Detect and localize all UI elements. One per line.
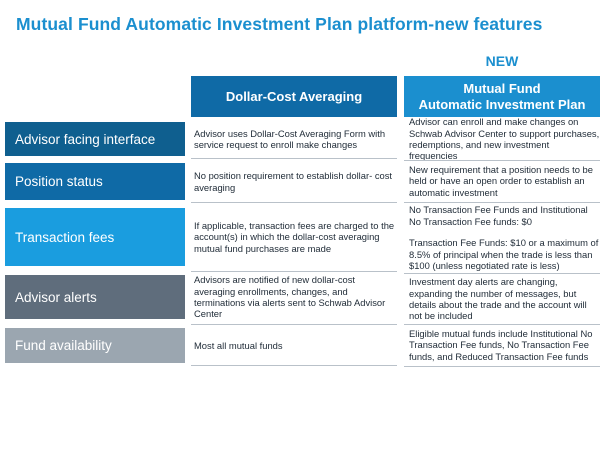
cell-aip-position-status: New requirement that a position needs to… [404, 162, 600, 200]
row-divider [404, 202, 600, 203]
column-header-dollar-cost-averaging: Dollar-Cost Averaging [191, 76, 397, 117]
column-header-aip-line2: Automatic Investment Plan [418, 96, 586, 112]
cell-aip-text: New requirement that a position needs to… [409, 163, 593, 198]
row-label-transaction-fees: Transaction fees [5, 208, 185, 266]
cell-dca-advisor-alerts: Advisors are notified of new dollar-cost… [194, 274, 386, 320]
cell-aip-advisor-facing-interface: Advisor can enroll and make changes on S… [404, 116, 600, 161]
row-divider [191, 324, 397, 325]
cell-aip-text: No Transaction Fee Funds and Institution… [409, 204, 588, 227]
row-divider [191, 271, 397, 272]
cell-aip-advisor-alerts: Investment day alerts are changing, expa… [404, 275, 600, 323]
cell-aip-text: Eligible mutual funds include Institutio… [409, 327, 593, 362]
cell-dca-transaction-fees: If applicable, transaction fees are char… [194, 219, 395, 254]
row-divider [191, 202, 397, 203]
row-divider [404, 324, 600, 325]
cell-aip-text: Transaction Fee Funds: $10 or a maximum … [409, 237, 599, 272]
row-divider [191, 158, 397, 159]
row-label-advisor-facing-interface: Advisor facing interface [5, 122, 185, 156]
column-header-automatic-investment-plan: Mutual Fund Automatic Investment Plan [404, 76, 600, 117]
new-label: NEW [485, 53, 519, 69]
row-label-position-status: Position status [5, 163, 185, 200]
row-label-fund-availability: Fund availability [5, 328, 185, 363]
cell-dca-advisor-facing-interface: Advisor uses Dollar-Cost Averaging Form … [194, 127, 386, 150]
page-title: Mutual Fund Automatic Investment Plan pl… [16, 14, 543, 34]
cell-aip-fund-availability: Eligible mutual funds include Institutio… [404, 326, 600, 364]
row-divider [404, 366, 600, 367]
row-divider [191, 365, 397, 366]
row-label-advisor-alerts: Advisor alerts [5, 275, 185, 319]
cell-dca-position-status: No position requirement to establish dol… [194, 170, 393, 193]
cell-aip-text: Advisor can enroll and make changes on S… [409, 116, 600, 162]
row-divider [404, 273, 600, 274]
column-header-dca-label: Dollar-Cost Averaging [225, 88, 363, 104]
cell-aip-text: Investment day alerts are changing, expa… [409, 276, 587, 322]
cell-aip-transaction-fees: No Transaction Fee Funds and Institution… [404, 204, 600, 272]
row-divider [404, 160, 600, 161]
column-header-aip-line1: Mutual Fund [463, 80, 541, 96]
cell-dca-fund-availability: Most all mutual funds [194, 339, 283, 351]
